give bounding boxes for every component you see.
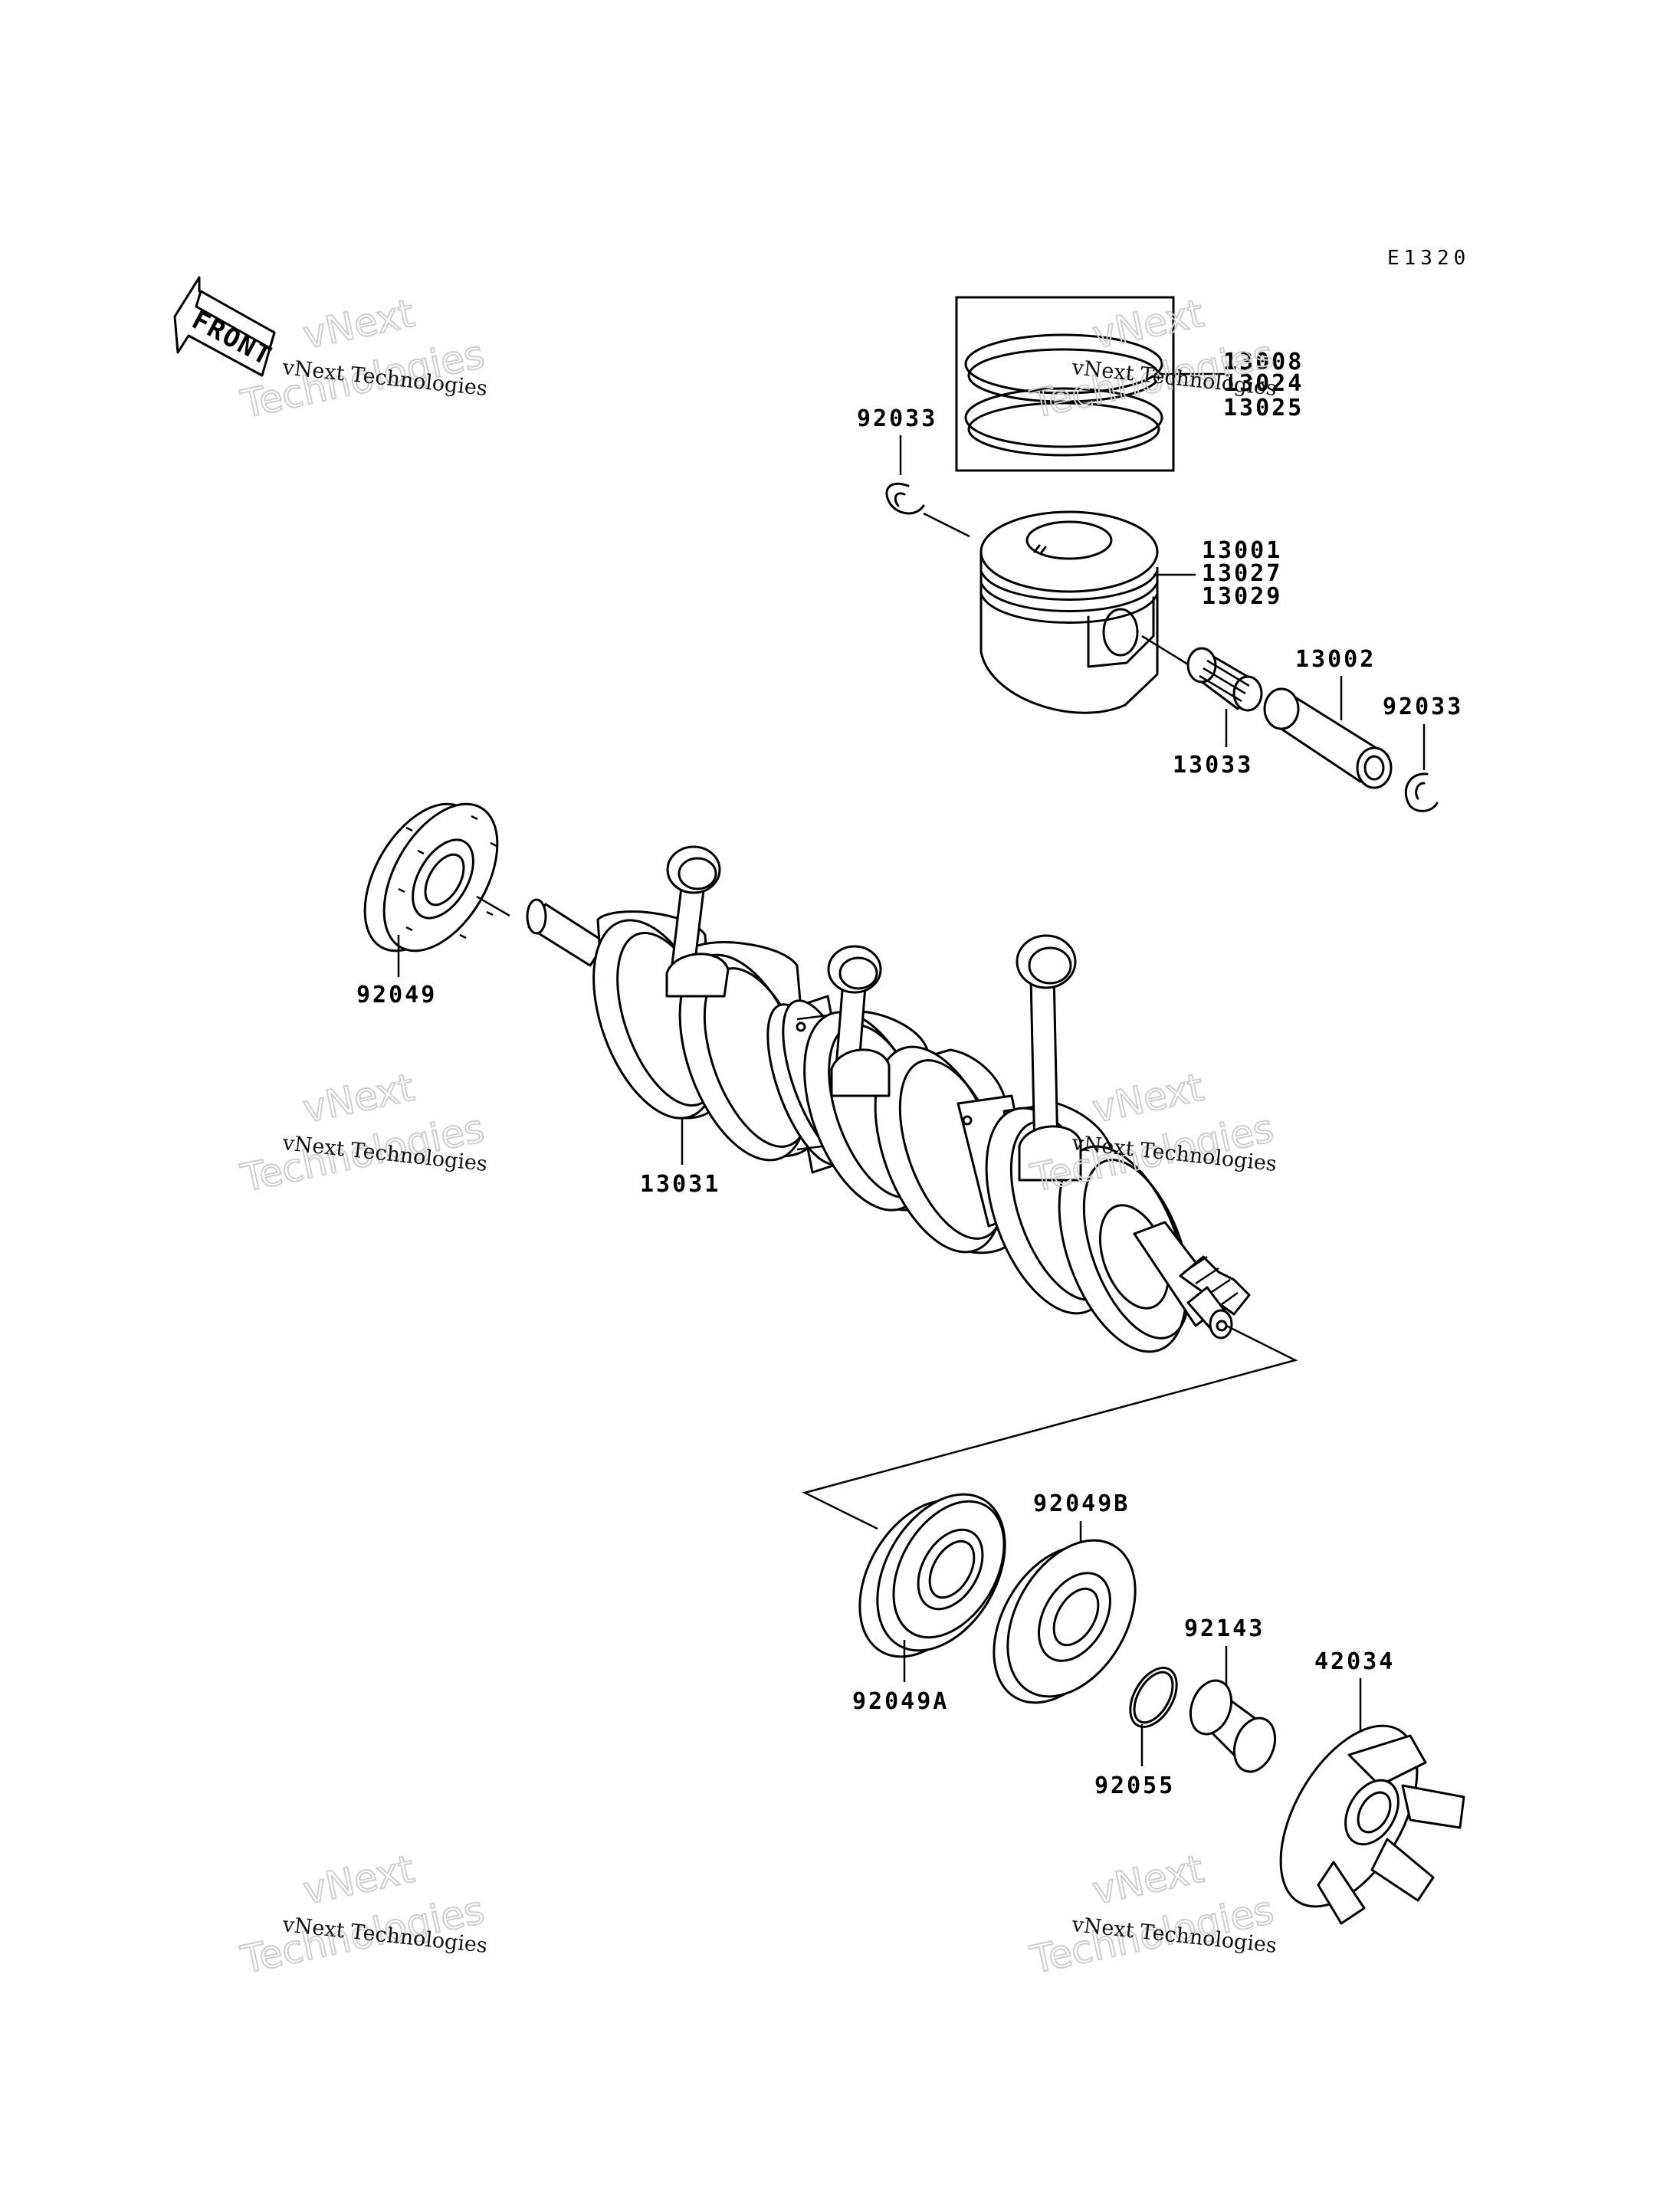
piston — [979, 510, 1159, 714]
label-oil-seal-left: 92049 — [356, 982, 437, 1008]
label-pin: 13002 — [1295, 646, 1376, 673]
watermark-1: vNext Technologies vNext Technologies — [236, 290, 488, 428]
svg-text:vNext: vNext — [1088, 1847, 1207, 1913]
circlip-right-icon — [1404, 772, 1439, 812]
crankshaft — [526, 845, 1251, 1353]
piston-rings — [955, 296, 1175, 472]
watermark-3: vNext Technologies vNext Technologies — [236, 1064, 488, 1202]
label-seal-b: 92049B — [1033, 1490, 1130, 1517]
needle-bearing — [1186, 647, 1263, 712]
label-collar: 92143 — [1184, 1615, 1265, 1642]
label-coupling: 42034 — [1314, 1648, 1395, 1675]
label-crankshaft: 13031 — [640, 1171, 720, 1198]
front-arrow-icon: FRONT — [173, 276, 277, 377]
label-o-ring: 92055 — [1094, 1772, 1175, 1799]
label-clip-right: 92033 — [1383, 694, 1463, 720]
oil-seal-left — [363, 802, 499, 953]
o-ring — [1129, 1667, 1178, 1728]
diagram-code: E1320 — [1387, 247, 1470, 270]
svg-text:vNext: vNext — [299, 291, 418, 358]
label-seal-a: 92049A — [852, 1688, 949, 1715]
label-needle-bearing: 13033 — [1173, 752, 1253, 779]
label-ring-1: 13008 — [1223, 349, 1304, 375]
circlip-top-icon — [885, 482, 925, 515]
label-piston-3: 13029 — [1202, 583, 1282, 610]
label-ring-3: 13025 — [1223, 395, 1304, 421]
label-piston-2: 13027 — [1202, 560, 1282, 587]
svg-text:vNext: vNext — [299, 1847, 418, 1913]
piston-pin — [1263, 687, 1393, 789]
label-clip-top: 92033 — [857, 405, 937, 432]
svg-text:vNext: vNext — [1088, 291, 1207, 358]
coupling — [1279, 1724, 1465, 1925]
watermark-6: vNext Technologies vNext Technologies — [1025, 1846, 1278, 1983]
label-piston-1: 13001 — [1202, 537, 1282, 564]
oil-seal-b — [993, 1539, 1137, 1704]
oil-seal-a — [858, 1493, 1006, 1658]
label-ring-2: 13024 — [1223, 370, 1304, 397]
svg-text:vNext: vNext — [299, 1065, 418, 1132]
watermark-5: vNext Technologies vNext Technologies — [236, 1846, 488, 1983]
svg-text:vNext: vNext — [1088, 1065, 1207, 1132]
collar — [1189, 1679, 1277, 1773]
